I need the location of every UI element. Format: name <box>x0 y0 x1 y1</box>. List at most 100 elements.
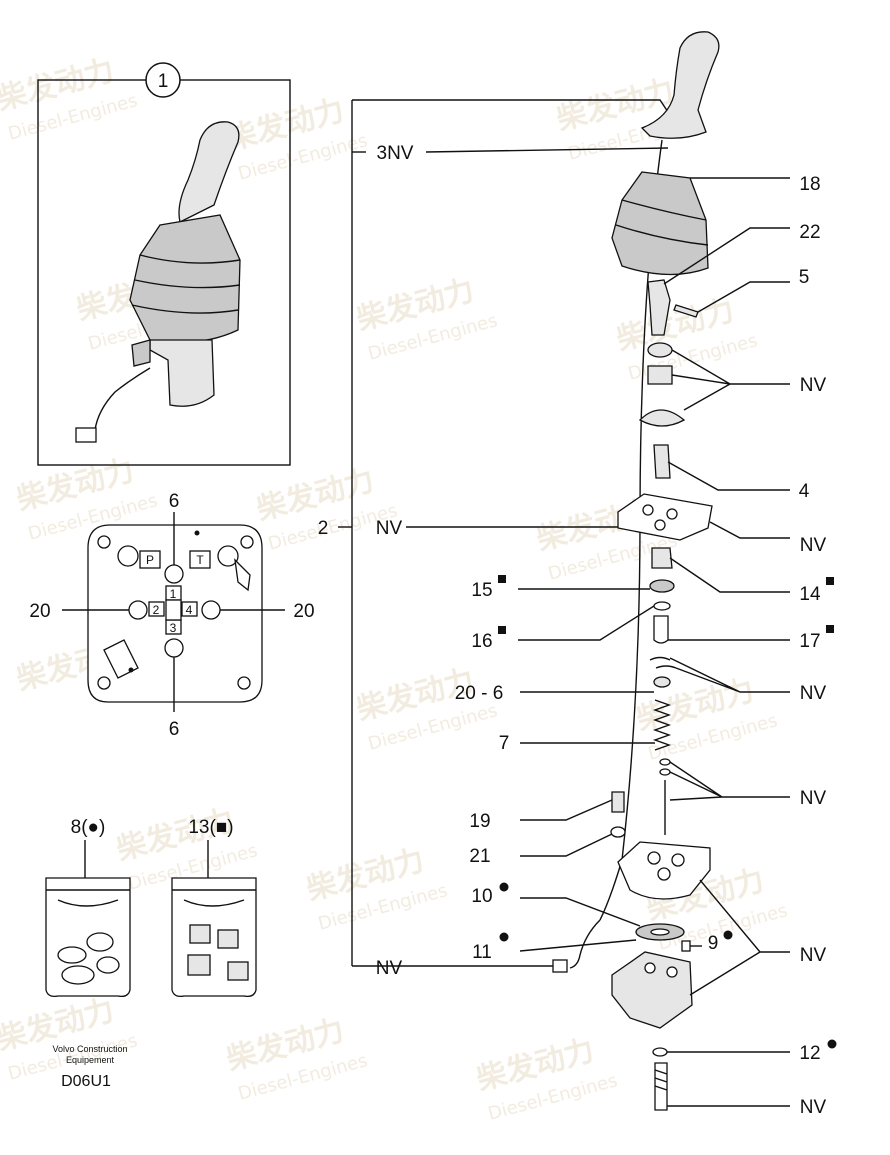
nv-bolt <box>654 1062 668 1111</box>
label-6-top: 6 <box>169 491 180 512</box>
port-t-label: T <box>196 553 204 567</box>
label-6-bottom: 6 <box>169 719 180 740</box>
leader-14 <box>669 557 790 593</box>
mount-hole <box>240 535 254 549</box>
label-nv-b: NV <box>800 535 827 556</box>
port-t-box <box>189 550 211 569</box>
left-callouts: 15 16 20 - 6 7 19 21 10 11 9 <box>455 575 733 963</box>
dot-marker <box>499 932 509 942</box>
joystick-base <box>149 339 215 407</box>
right-callouts: 18 22 5 NV 4 NV 14 17 NV NV NV 12 NV <box>663 174 837 1118</box>
seal-part <box>217 929 239 949</box>
dot-marker <box>499 882 509 892</box>
leader-4 <box>667 461 790 491</box>
leader-nv-b <box>709 521 790 539</box>
label-20-6: 20 - 6 <box>455 683 504 704</box>
port-4-label: 4 <box>186 603 193 617</box>
exploded-parts <box>552 31 720 1111</box>
label-nv-left: NV <box>376 518 403 539</box>
o-ring <box>96 956 120 974</box>
plate-hole <box>654 519 666 531</box>
port-p-hole <box>117 545 139 567</box>
plate-dot <box>128 667 134 673</box>
label-20-left: 20 <box>29 601 50 622</box>
dot-marker <box>723 930 733 940</box>
nv-ring <box>647 342 673 358</box>
label-nv-bottom-left: NV <box>376 958 403 979</box>
label-4: 4 <box>799 481 810 502</box>
leader-nv-c <box>669 657 790 693</box>
label-7: 7 <box>499 733 510 754</box>
o-ring <box>57 946 87 964</box>
part-19-plug <box>611 791 625 813</box>
drawing-code: D06U1 <box>61 1073 111 1090</box>
nv-plate <box>617 493 713 541</box>
label-14: 14 <box>799 584 821 605</box>
label-nv-c: NV <box>800 683 827 704</box>
part-21-washer <box>610 826 626 838</box>
label-3nv: 3NV <box>377 143 414 164</box>
square-marker <box>826 577 834 585</box>
nv-cup <box>638 409 686 427</box>
company-line-1: Volvo Construction <box>52 1044 127 1054</box>
housing-hole <box>647 851 661 865</box>
part-20-6-washer <box>653 676 671 688</box>
port-3-hole <box>164 638 184 658</box>
bolt-thread <box>654 1069 668 1091</box>
label-15: 15 <box>471 580 492 601</box>
part-9-insert <box>681 940 691 952</box>
body-hole <box>644 962 656 974</box>
leader-11 <box>519 939 637 952</box>
label-11: 11 <box>472 942 492 963</box>
label-12: 12 <box>799 1043 820 1064</box>
rubber-boot <box>129 214 241 344</box>
port-p-label: P <box>146 553 154 567</box>
plate-dot <box>194 530 200 536</box>
label-21: 21 <box>469 846 490 867</box>
port-1-label: 1 <box>170 587 177 601</box>
part-4-stem <box>653 444 671 479</box>
port-4-box <box>181 601 198 617</box>
port-2-hole <box>128 600 148 620</box>
part-7-spring <box>652 699 672 751</box>
wiring-cable <box>599 139 663 921</box>
leader-nv-d <box>669 761 790 801</box>
boot-ribs <box>131 254 241 314</box>
joystick-base-side <box>131 339 151 367</box>
port-2-label: 2 <box>153 603 160 617</box>
footer: Volvo Construction Equipement D06U1 <box>52 1044 127 1090</box>
label-20-right: 20 <box>293 601 314 622</box>
square-marker <box>826 625 834 633</box>
label-nv-f: NV <box>800 1097 827 1118</box>
body-hole <box>666 966 678 978</box>
nv-sleeve <box>647 365 673 385</box>
plate-feature <box>234 558 251 592</box>
port-1-hole <box>164 564 184 584</box>
boot-ribs <box>615 199 709 246</box>
part-18-boot <box>611 171 709 276</box>
part-15-ring <box>649 579 675 593</box>
part-12-oring <box>652 1047 668 1057</box>
label-nv-d: NV <box>800 788 827 809</box>
leader-5 <box>697 281 790 313</box>
mount-hole <box>237 676 251 690</box>
o-ring <box>61 965 95 985</box>
bracket: 2 NV 3NV NV <box>318 99 669 979</box>
label-9: 9 <box>708 933 719 954</box>
item-1-label: 1 <box>158 71 169 92</box>
label-10: 10 <box>471 886 492 907</box>
square-marker <box>498 626 506 634</box>
leader-19 <box>520 799 613 821</box>
part-22-tube <box>647 279 671 336</box>
kit-8-bag-seal <box>46 889 130 907</box>
label-17: 17 <box>799 631 820 652</box>
grip-handle <box>640 31 720 139</box>
part-11-gasket-hole <box>650 928 670 936</box>
leader-16 <box>518 605 655 641</box>
nv-washer <box>659 768 671 776</box>
part-17-plunger <box>653 615 669 644</box>
connector-plug <box>552 959 568 973</box>
kit-8-label: 8(●) <box>71 817 106 838</box>
label-2: 2 <box>318 518 329 539</box>
